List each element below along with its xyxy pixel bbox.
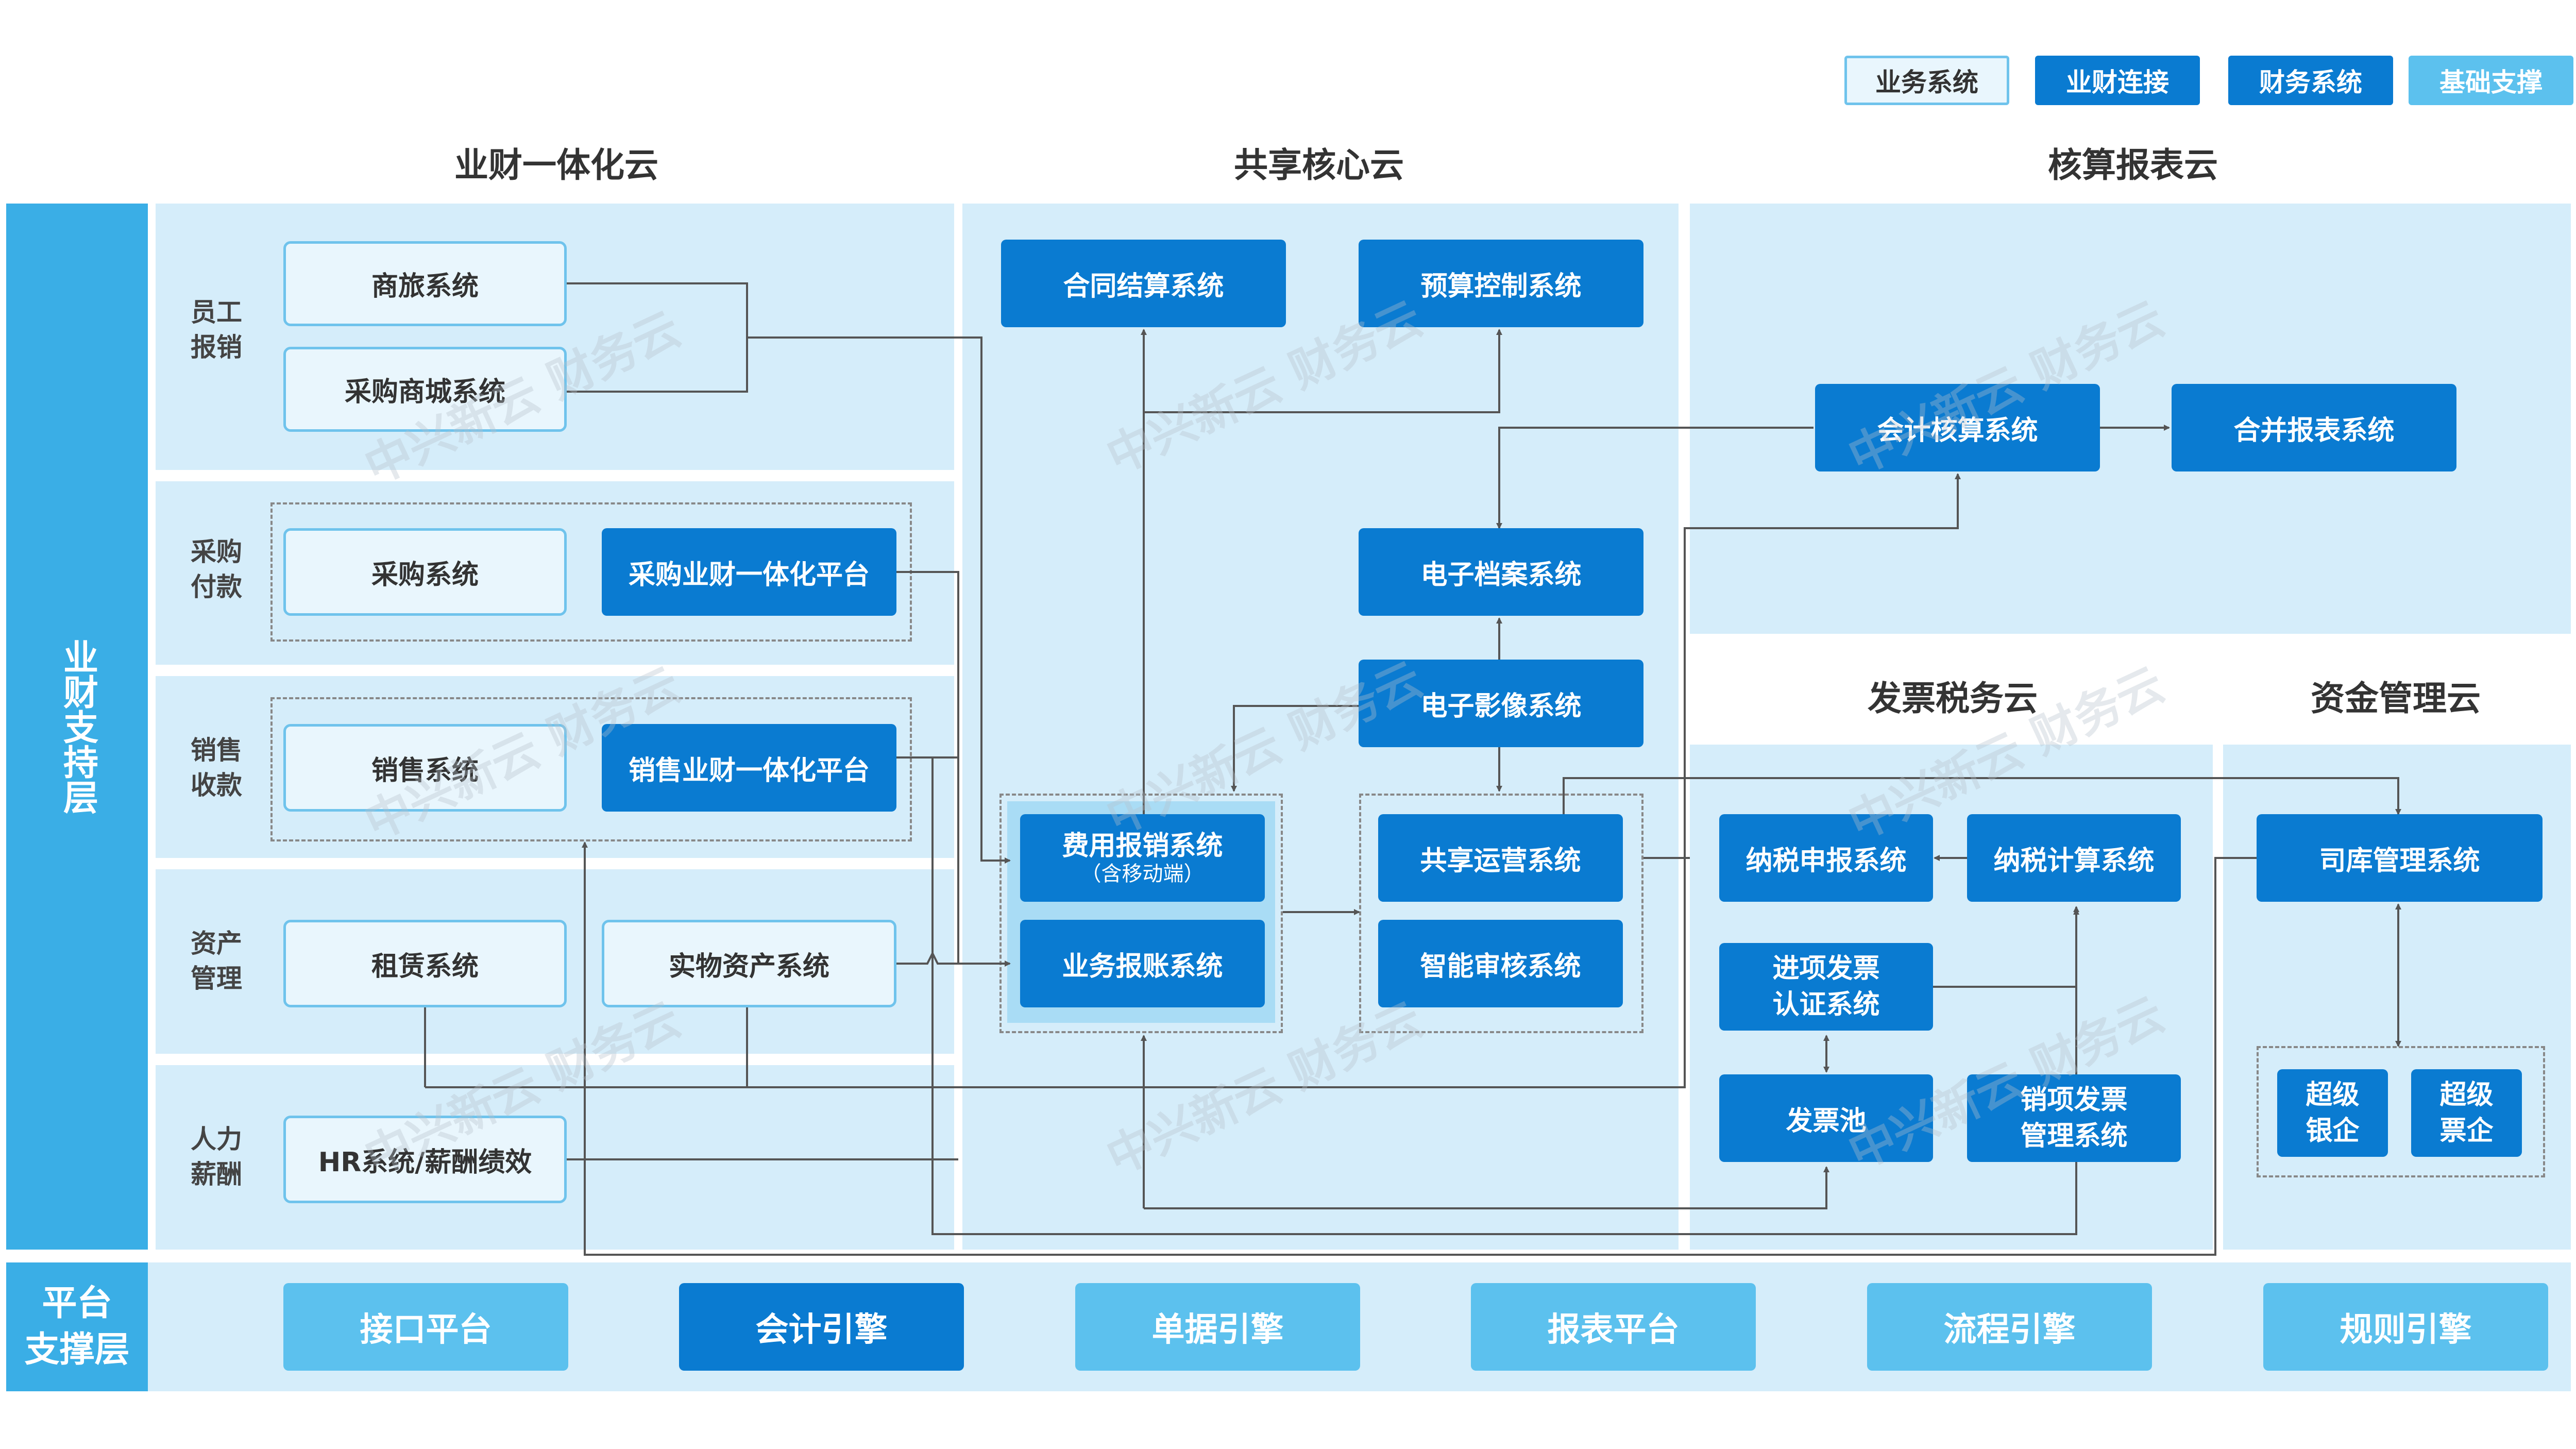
- platform-label-line2: 支撑层: [24, 1329, 130, 1370]
- cloud-title-yecai: 业财一体化云: [454, 145, 658, 185]
- system-siku[interactable]: 司库管理系统: [2257, 814, 2543, 902]
- system-yewubaozhang[interactable]: 业务报账系统: [1020, 920, 1265, 1007]
- cloud-title-hesuan: 核算报表云: [2048, 145, 2218, 185]
- cloud-title-share: 共享核心云: [1234, 145, 1404, 185]
- system-zhineng[interactable]: 智能审核系统: [1378, 920, 1623, 1007]
- platform-baobiao[interactable]: 报表平台: [1471, 1283, 1756, 1371]
- cloud-title-invoice: 发票税务云: [1868, 679, 2038, 718]
- line-asset-bus: [425, 473, 1961, 1088]
- system-caigoushangcheng[interactable]: 采购商城系统: [283, 347, 567, 432]
- system-nashuishenbao[interactable]: 纳税申报系统: [1719, 814, 1933, 902]
- system-xiaoxiang-line1: 销项发票: [2020, 1085, 2128, 1116]
- platform-kuaijiyinqing[interactable]: 会计引擎: [679, 1283, 964, 1371]
- system-hebing[interactable]: 合并报表系统: [2172, 384, 2456, 471]
- platform-guize[interactable]: 规则引擎: [2263, 1283, 2548, 1371]
- ops-group-box: [1359, 794, 1643, 1033]
- platform-label-line1: 平台: [42, 1283, 112, 1324]
- line-yingxiang-to-expense: [1231, 705, 1360, 792]
- row-label-line: 管理: [191, 964, 242, 993]
- system-fapiaochi[interactable]: 发票池: [1719, 1074, 1933, 1162]
- support-layer-band: [6, 204, 148, 1250]
- system-xiaoshou-platform[interactable]: 销售业财一体化平台: [602, 724, 896, 812]
- system-yinqi[interactable]: 超级 银企: [2277, 1069, 2388, 1157]
- row-label-line: 资产: [191, 929, 242, 958]
- system-piaoqi-line2: 票企: [2439, 1116, 2494, 1147]
- cloud-title-fund: 资金管理云: [2311, 679, 2481, 718]
- system-feiyong-subtitle: （含移动端）: [1080, 862, 1205, 886]
- row-label-line: 销售: [191, 735, 242, 765]
- row-label-purchase: 采购付款: [165, 528, 268, 611]
- system-xiaoshou[interactable]: 销售系统: [283, 724, 567, 812]
- row-label-line: 人力: [191, 1124, 242, 1154]
- row-label-line: 采购: [191, 537, 242, 567]
- system-jinxiang[interactable]: 进项发票 认证系统: [1719, 943, 1933, 1031]
- line-yusuan-link: [1144, 329, 1502, 413]
- legend-business: 业务系统: [1844, 56, 2009, 105]
- system-hetong[interactable]: 合同结算系统: [1001, 240, 1286, 327]
- row-separator: [156, 470, 954, 481]
- row-label-line: 报销: [191, 332, 242, 362]
- system-yinqi-line1: 超级: [2306, 1080, 2360, 1110]
- system-jinxiang-line1: 进项发票: [1772, 953, 1880, 984]
- row-separator: [156, 858, 954, 869]
- line-siku-left: [582, 841, 2257, 1256]
- support-layer-label: 业财支持层: [6, 204, 148, 1250]
- legend-base: 基础支撑: [2409, 56, 2573, 105]
- system-caigou-platform[interactable]: 采购业财一体化平台: [602, 528, 896, 616]
- system-yusuan[interactable]: 预算控制系统: [1359, 240, 1643, 327]
- row-label-line: 付款: [191, 572, 242, 602]
- system-yinqi-line2: 银企: [2306, 1116, 2360, 1147]
- expense-group-box: [999, 794, 1283, 1033]
- system-dianziyingxiang[interactable]: 电子影像系统: [1359, 660, 1643, 747]
- system-dianzidangan[interactable]: 电子档案系统: [1359, 528, 1643, 616]
- row-label-hr: 人力薪酬: [165, 1116, 268, 1198]
- platform-jiekou[interactable]: 接口平台: [283, 1283, 568, 1371]
- system-zulin[interactable]: 租赁系统: [283, 920, 567, 1007]
- legend-connect: 业财连接: [2035, 56, 2200, 105]
- system-xiaoxiang[interactable]: 销项发票 管理系统: [1967, 1074, 2181, 1162]
- system-shanglv[interactable]: 商旅系统: [283, 241, 567, 326]
- row-separator: [156, 1054, 954, 1065]
- row-label-line: 收款: [191, 770, 242, 800]
- system-feiyong[interactable]: 费用报销系统 （含移动端）: [1020, 814, 1265, 902]
- line-kuaiji-to-dangan: [1496, 427, 1814, 529]
- system-piaoqi-line1: 超级: [2439, 1080, 2494, 1110]
- support-layer-text: 业财支持层: [57, 639, 98, 814]
- line-employee-to-expense: [747, 336, 1011, 864]
- platform-liucheng[interactable]: 流程引擎: [1867, 1283, 2152, 1371]
- line-asset-bracket: [896, 951, 958, 965]
- row-label-asset: 资产管理: [165, 920, 268, 1002]
- invoice-sub-group-box: [2257, 1046, 2545, 1177]
- system-xiaoxiang-line2: 管理系统: [2020, 1121, 2128, 1152]
- system-nashuijisuan[interactable]: 纳税计算系统: [1967, 814, 2181, 902]
- system-kuaiji[interactable]: 会计核算系统: [1815, 384, 2100, 471]
- system-gongxiang[interactable]: 共享运营系统: [1378, 814, 1623, 902]
- sales-group-box: [270, 697, 912, 841]
- system-shiwu[interactable]: 实物资产系统: [602, 920, 896, 1007]
- legend-finance: 财务系统: [2228, 56, 2393, 105]
- row-label-employee: 员工报销: [165, 289, 268, 371]
- system-feiyong-title: 费用报销系统: [1062, 831, 1223, 862]
- platform-danju[interactable]: 单据引擎: [1075, 1283, 1360, 1371]
- line-bottom-loop: [1144, 1166, 1829, 1209]
- row-label-line: 员工: [191, 297, 242, 327]
- system-hr[interactable]: HR系统/薪酬绩效: [283, 1116, 567, 1203]
- line-ops-to-siku: [1563, 777, 2401, 815]
- row-label-sales: 销售收款: [165, 727, 268, 809]
- system-caigou[interactable]: 采购系统: [283, 528, 567, 616]
- line-purchase-platform: [896, 571, 1011, 967]
- system-piaoqi[interactable]: 超级 票企: [2411, 1069, 2522, 1157]
- row-label-line: 薪酬: [191, 1159, 242, 1189]
- platform-layer-label: 平台 支撑层: [6, 1262, 148, 1391]
- system-jinxiang-line2: 认证系统: [1772, 989, 1880, 1020]
- row-separator: [156, 665, 954, 676]
